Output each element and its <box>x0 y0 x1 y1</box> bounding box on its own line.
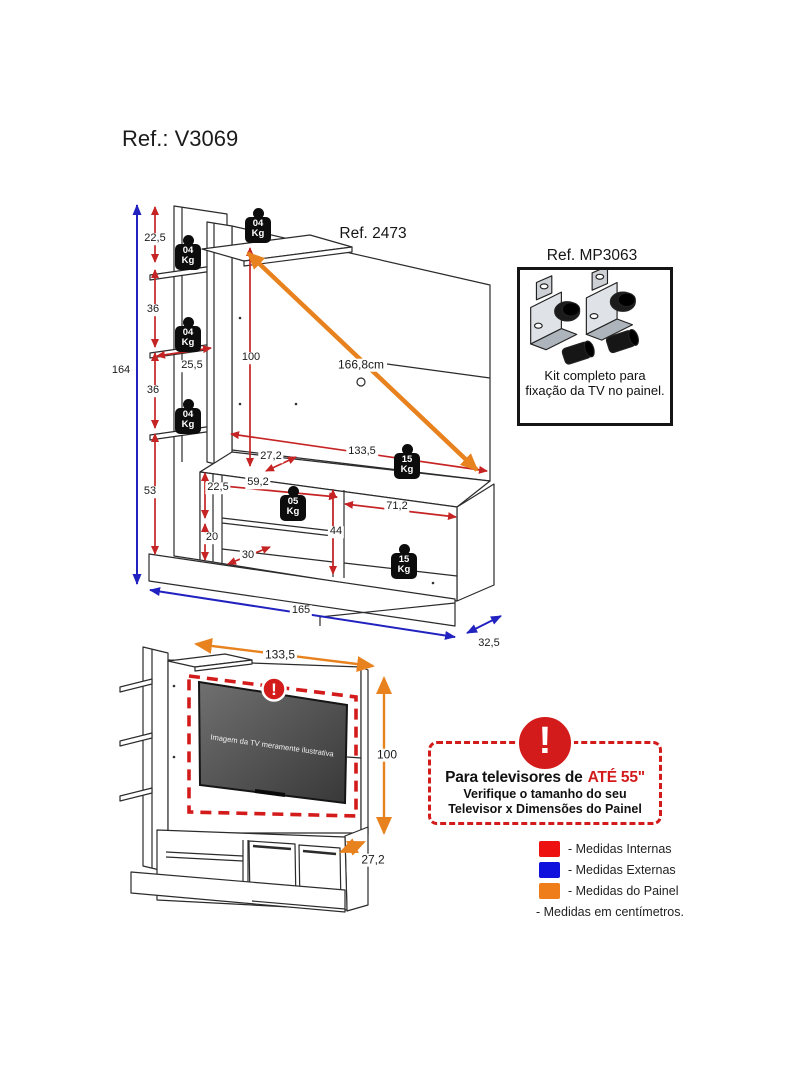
warning-subline-1: Verifique o tamanho do seu <box>463 787 627 801</box>
legend-label-internal: - Medidas Internas <box>568 842 672 856</box>
mp-bracket-illustration <box>530 270 639 365</box>
legend-item-internal: - Medidas Internas <box>539 841 672 857</box>
page-title: Ref.: V3069 <box>122 126 239 151</box>
dim-bottom-cabinet-depth: 27,2 <box>359 852 387 867</box>
legend-label-external: - Medidas Externas <box>568 863 676 877</box>
dim-right-niche-width: 71,2 <box>384 500 410 513</box>
dim-niche-height: 22,5 <box>205 481 231 494</box>
legend-item-panel: - Medidas do Painel <box>539 883 678 899</box>
legend-swatch-red <box>539 841 560 857</box>
warning-subline-2: Televisor x Dimensões do Painel <box>448 802 642 817</box>
dim-shelf-gap-2: 36 <box>144 384 162 397</box>
dim-right-niche-height: 44 <box>327 525 345 538</box>
dim-bottom-panel-height: 100 <box>374 747 400 762</box>
top-diagram-drawing <box>132 204 502 640</box>
panel-ref-label: Ref. 2473 <box>339 225 407 242</box>
tv-zone-warning: ! <box>187 673 358 818</box>
weight-ball-icon <box>182 317 194 328</box>
bottom-diagram-drawing: Imagem da TV meramente ilustrativa ! <box>119 638 392 913</box>
mp-kit-ref-label: Ref. MP3063 <box>546 247 638 264</box>
legend-swatch-blue <box>539 862 560 878</box>
dim-top-depth: 27,2 <box>258 450 284 463</box>
dim-niche-width: 59,2 <box>245 476 271 489</box>
dim-lower-section-height: 53 <box>141 485 159 498</box>
legend-label-panel: - Medidas do Painel <box>568 884 679 898</box>
dim-external-depth: 32,5 <box>476 637 502 650</box>
warning-exclamation-icon: ! <box>516 714 574 772</box>
bracket-right <box>585 270 636 341</box>
legend-item-external: - Medidas Externas <box>539 862 676 878</box>
dim-panel-height: 100 <box>239 351 263 364</box>
warning-headline-highlight: ATÉ 55" <box>587 769 646 786</box>
weight-ball-icon <box>398 544 410 555</box>
dim-tv-diagonal: 166,8cm <box>335 357 387 372</box>
dim-bottom-panel-width: 133,5 <box>262 647 298 662</box>
dim-inner-depth: 30 <box>239 549 257 562</box>
tv-illustration: Imagem da TV meramente ilustrativa <box>197 680 349 805</box>
bracket-left <box>530 275 581 351</box>
mp-kit-caption: Kit completo para fixação da TV no paine… <box>525 368 665 399</box>
dim-panel-width: 133,5 <box>346 445 378 458</box>
spacer-cylinder-1 <box>561 340 595 365</box>
dim-external-height: 164 <box>109 364 133 377</box>
dim-external-width: 165 <box>289 604 313 617</box>
legend-swatch-orange <box>539 883 560 899</box>
legend-unit-note: - Medidas em centímetros. <box>536 905 684 919</box>
dim-side-shelf-width: 25,5 <box>179 359 205 372</box>
dim-bottom-gap: 20 <box>203 531 221 544</box>
dim-shelf-gap-1: 36 <box>144 303 162 316</box>
warning-headline-text: Para televisores de <box>445 769 583 786</box>
spacer-cylinder-2 <box>605 328 639 354</box>
mp-kit-box: Kit completo para fixação da TV no paine… <box>517 267 673 426</box>
weight-ball-icon <box>182 399 194 410</box>
weight-ball-icon <box>182 235 194 246</box>
weight-ball-icon <box>252 208 264 219</box>
dim-top-shelf-gap: 22,5 <box>142 232 168 245</box>
warning-exclamation-small: ! <box>271 680 277 699</box>
